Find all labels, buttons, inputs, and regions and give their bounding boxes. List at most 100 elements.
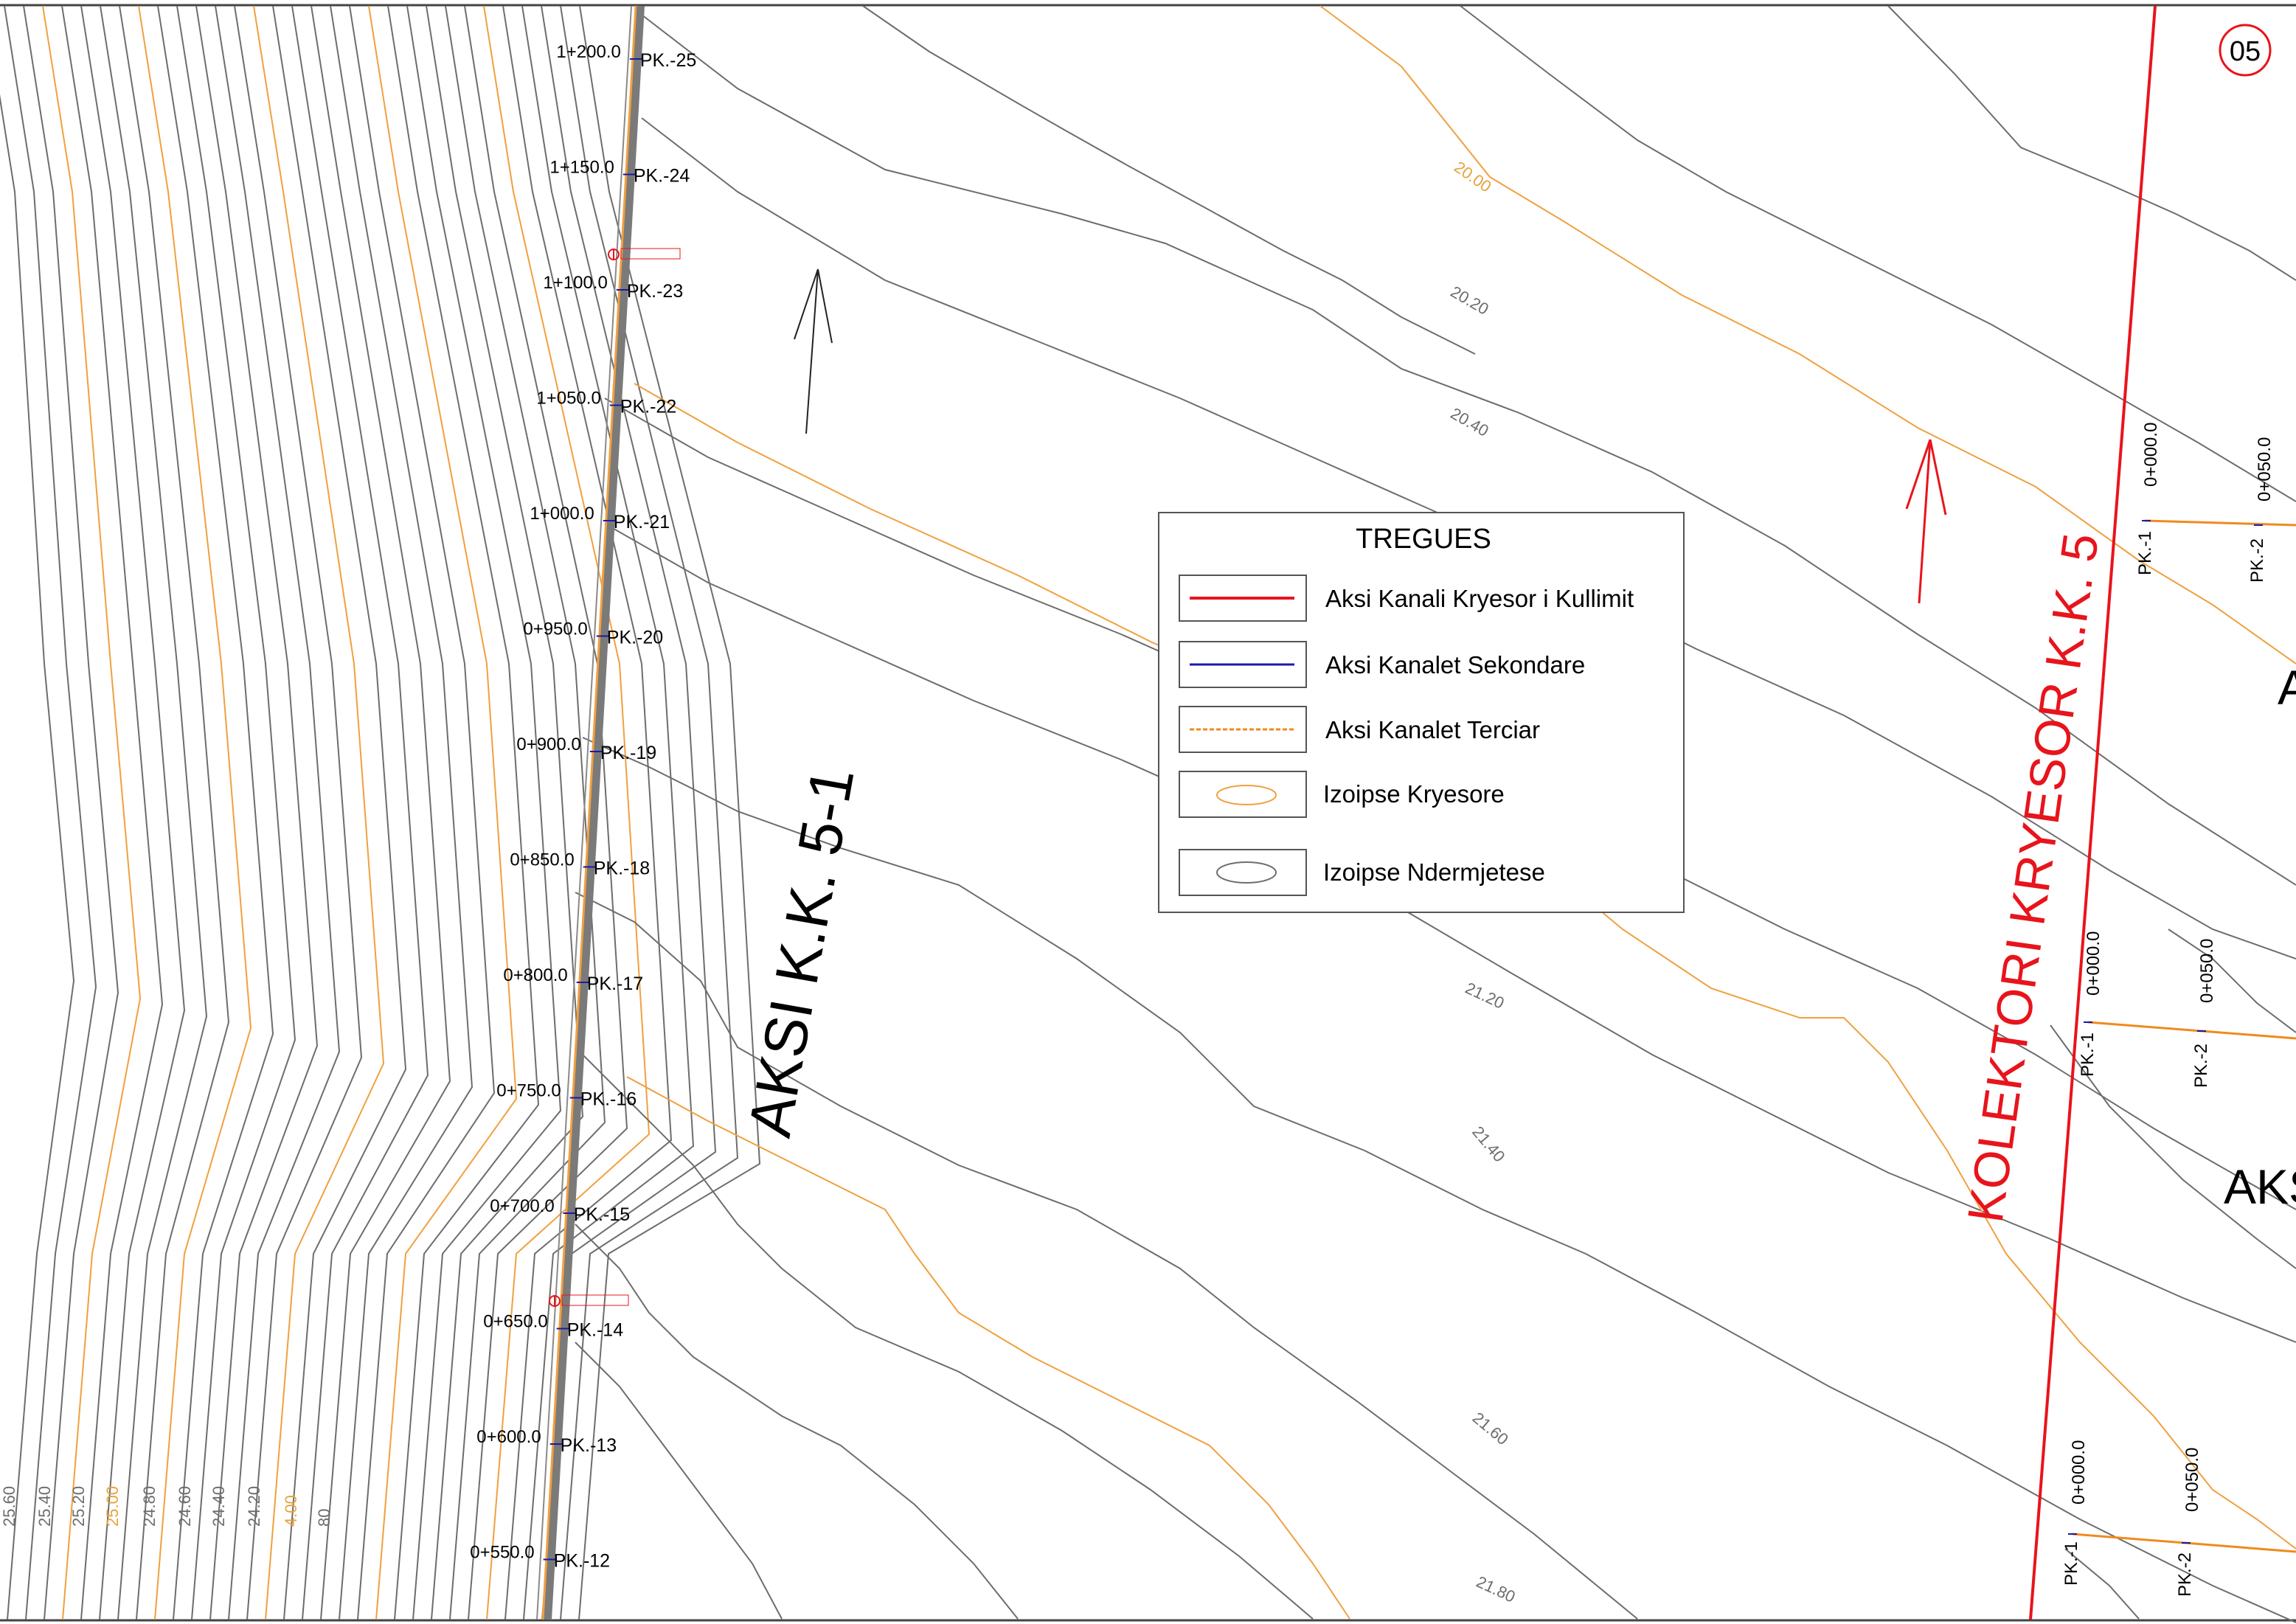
contour-elevation-label: 80 <box>315 1509 333 1527</box>
station-pk: PK.-18 <box>594 858 650 879</box>
legend-item-label: Aksi Kanalet Sekondare <box>1325 651 1585 679</box>
minor-contour <box>2050 1024 2296 1269</box>
minor-contour <box>560 5 739 1620</box>
station-chainage: 1+000.0 <box>530 504 594 524</box>
station-chainage: 1+200.0 <box>556 42 620 62</box>
left-contour-lines <box>0 5 761 1620</box>
station: 0+900.0 PK.-19 <box>516 735 656 763</box>
minor-contour <box>575 1342 783 1620</box>
minor-contour <box>330 5 474 1620</box>
survey-point-tag <box>620 248 681 260</box>
minor-contour <box>502 5 673 1620</box>
major-contour <box>138 5 252 1620</box>
major-contour <box>42 5 142 1620</box>
minor-contour <box>157 5 274 1620</box>
minor-contour <box>4 5 97 1620</box>
branch-pk: PK.-2 <box>2175 1552 2195 1597</box>
station-chainage: 0+550.0 <box>470 1543 534 1563</box>
minor-contour <box>641 14 2296 886</box>
major-contour <box>253 5 385 1620</box>
minor-contour <box>272 5 407 1620</box>
contour-elevation-label: 21.20 <box>1463 979 1507 1013</box>
legend-frame <box>1158 512 1685 913</box>
contour-elevation-label: 24.60 <box>176 1486 194 1527</box>
contour-elevation-label: 25.60 <box>0 1486 18 1527</box>
station-pk: PK.-13 <box>561 1435 617 1456</box>
minor-contour <box>575 1047 1314 1620</box>
branch-canals <box>2072 519 2296 1553</box>
minor-contour <box>215 5 341 1620</box>
partial-label-aks: AKS <box>2224 1159 2296 1214</box>
legend-title: TREGUES <box>1356 524 1491 555</box>
branch-chainage: 0+000.0 <box>2084 931 2103 996</box>
branch-chainage: 0+050.0 <box>2197 939 2217 1003</box>
minor-contour <box>387 5 540 1620</box>
station-chainage: 0+600.0 <box>476 1427 541 1447</box>
branch-pk: PK.-2 <box>2247 538 2267 583</box>
station-chainage: 0+700.0 <box>490 1196 554 1216</box>
station-pk: PK.-19 <box>600 743 656 763</box>
main-collector-line <box>2029 5 2157 1620</box>
branch-pk: PK.-1 <box>2135 531 2155 575</box>
minor-contour <box>578 5 761 1620</box>
station-chainage: 0+950.0 <box>523 620 587 639</box>
minor-contour <box>406 5 562 1620</box>
right-major-contours <box>626 5 2296 1620</box>
sheet-number: 05 <box>2230 36 2261 67</box>
minor-contour <box>1887 5 2296 281</box>
contour-elevation-label: 24.40 <box>209 1486 228 1527</box>
legend-swatch-box <box>1179 706 1307 753</box>
station-pk: PK.-15 <box>574 1204 630 1225</box>
legend-swatch-box <box>1179 575 1307 622</box>
minor-contour <box>521 5 695 1620</box>
minor-contour <box>291 5 429 1620</box>
north-arrow-icon <box>794 268 833 434</box>
minor-contour <box>464 5 628 1620</box>
branch-chainage: 0+050.0 <box>2255 437 2275 502</box>
station-pk: PK.-24 <box>634 166 690 187</box>
minor-contour <box>575 1224 1019 1620</box>
minor-contour <box>61 5 164 1620</box>
legend-item-label: Izoipse Kryesore <box>1323 780 1505 808</box>
axis-band-orange <box>541 5 637 1620</box>
station-pk: PK.-20 <box>607 628 663 648</box>
contour-elevation-label: 20.20 <box>1448 282 1492 319</box>
minor-contour <box>426 5 584 1620</box>
minor-contour <box>100 5 208 1620</box>
contour-elevation-label: 20.00 <box>1451 158 1494 196</box>
station: 0+850.0 PK.-18 <box>510 850 650 879</box>
legend-swatch-ellipse-orange <box>1216 785 1277 805</box>
partial-label-a: A <box>2278 660 2296 715</box>
station-chainage: 1+100.0 <box>543 273 607 293</box>
station-chainage: 0+900.0 <box>516 735 580 754</box>
station-chainage: 1+050.0 <box>536 389 600 409</box>
station-chainage: 0+750.0 <box>496 1081 561 1101</box>
minor-contour <box>234 5 363 1620</box>
branch-chainage: 0+050.0 <box>2182 1448 2202 1512</box>
station-pk: PK.-17 <box>587 974 643 994</box>
survey-markers <box>549 248 681 1307</box>
minor-contour <box>349 5 496 1620</box>
minor-contour <box>2064 1548 2140 1620</box>
branch-chainage: 0+000.0 <box>2141 423 2161 487</box>
station: 0+600.0 PK.-13 <box>476 1427 617 1456</box>
station-chainage: 0+850.0 <box>510 850 574 870</box>
minor-contour <box>119 5 230 1620</box>
branch-pk: PK.-1 <box>2078 1033 2098 1077</box>
contour-elevation-label: 21.60 <box>1469 1409 1512 1449</box>
branch-pk: PK.-2 <box>2191 1044 2211 1088</box>
minor-contour <box>1460 5 2296 502</box>
legend-item-label: Aksi Kanali Kryesor i Kullimit <box>1325 585 1634 612</box>
minor-contour <box>582 737 2296 1623</box>
legend-swatch-box <box>1179 771 1307 818</box>
